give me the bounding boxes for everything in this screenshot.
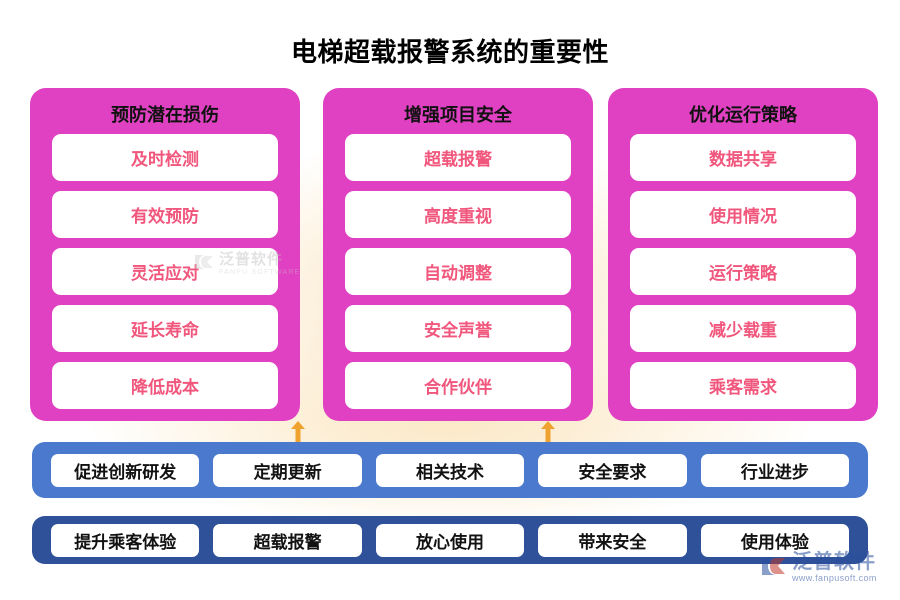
category-column-prevention: 预防潜在损伤 及时检测 有效预防 灵活应对 延长寿命 降低成本 <box>30 88 300 421</box>
outcome-chip[interactable]: 放心使用 <box>375 523 525 557</box>
column-item[interactable]: 合作伙伴 <box>345 362 571 409</box>
outcome-chip[interactable]: 安全要求 <box>538 453 687 487</box>
column-title: 优化运行策略 <box>689 105 797 125</box>
column-item[interactable]: 灵活应对 <box>52 248 278 295</box>
column-title: 预防潜在损伤 <box>111 105 219 125</box>
outcome-chip[interactable]: 行业进步 <box>700 453 850 487</box>
column-item[interactable]: 延长寿命 <box>52 305 278 352</box>
column-item[interactable]: 乘客需求 <box>630 362 856 409</box>
outcome-chip[interactable]: 定期更新 <box>213 453 362 487</box>
column-item[interactable]: 降低成本 <box>52 362 278 409</box>
column-item-list: 数据共享 使用情况 运行策略 减少载重 乘客需求 <box>630 134 856 409</box>
outcome-chip[interactable]: 相关技术 <box>375 453 525 487</box>
column-item[interactable]: 运行策略 <box>630 248 856 295</box>
column-item[interactable]: 使用情况 <box>630 191 856 238</box>
outcome-chip[interactable]: 超载报警 <box>213 523 362 557</box>
column-item-list: 超载报警 高度重视 自动调整 安全声誉 合作伙伴 <box>345 134 571 409</box>
column-item[interactable]: 减少载重 <box>630 305 856 352</box>
column-item[interactable]: 自动调整 <box>345 248 571 295</box>
column-item[interactable]: 安全声誉 <box>345 305 571 352</box>
column-item[interactable]: 及时检测 <box>52 134 278 181</box>
outcome-chip[interactable]: 使用体验 <box>700 523 850 557</box>
column-item[interactable]: 有效预防 <box>52 191 278 238</box>
column-item[interactable]: 数据共享 <box>630 134 856 181</box>
column-title: 增强项目安全 <box>404 105 512 125</box>
category-column-operation: 优化运行策略 数据共享 使用情况 运行策略 减少载重 乘客需求 <box>608 88 878 421</box>
column-item[interactable]: 高度重视 <box>345 191 571 238</box>
category-column-safety: 增强项目安全 超载报警 高度重视 自动调整 安全声誉 合作伙伴 <box>323 88 593 421</box>
watermark-text-en: www.fanpusoft.com <box>792 573 877 583</box>
outcome-chip[interactable]: 带来安全 <box>538 523 687 557</box>
page-title: 电梯超载报警系统的重要性 <box>290 37 609 67</box>
column-item[interactable]: 超载报警 <box>345 134 571 181</box>
outcome-bar-experience: 提升乘客体验 超载报警 放心使用 带来安全 使用体验 <box>32 516 868 564</box>
outcome-chip[interactable]: 提升乘客体验 <box>51 523 200 557</box>
outcome-bar-innovation: 促进创新研发 定期更新 相关技术 安全要求 行业进步 <box>32 442 868 498</box>
column-item-list: 及时检测 有效预防 灵活应对 延长寿命 降低成本 <box>52 134 278 409</box>
outcome-chip[interactable]: 促进创新研发 <box>51 453 200 487</box>
